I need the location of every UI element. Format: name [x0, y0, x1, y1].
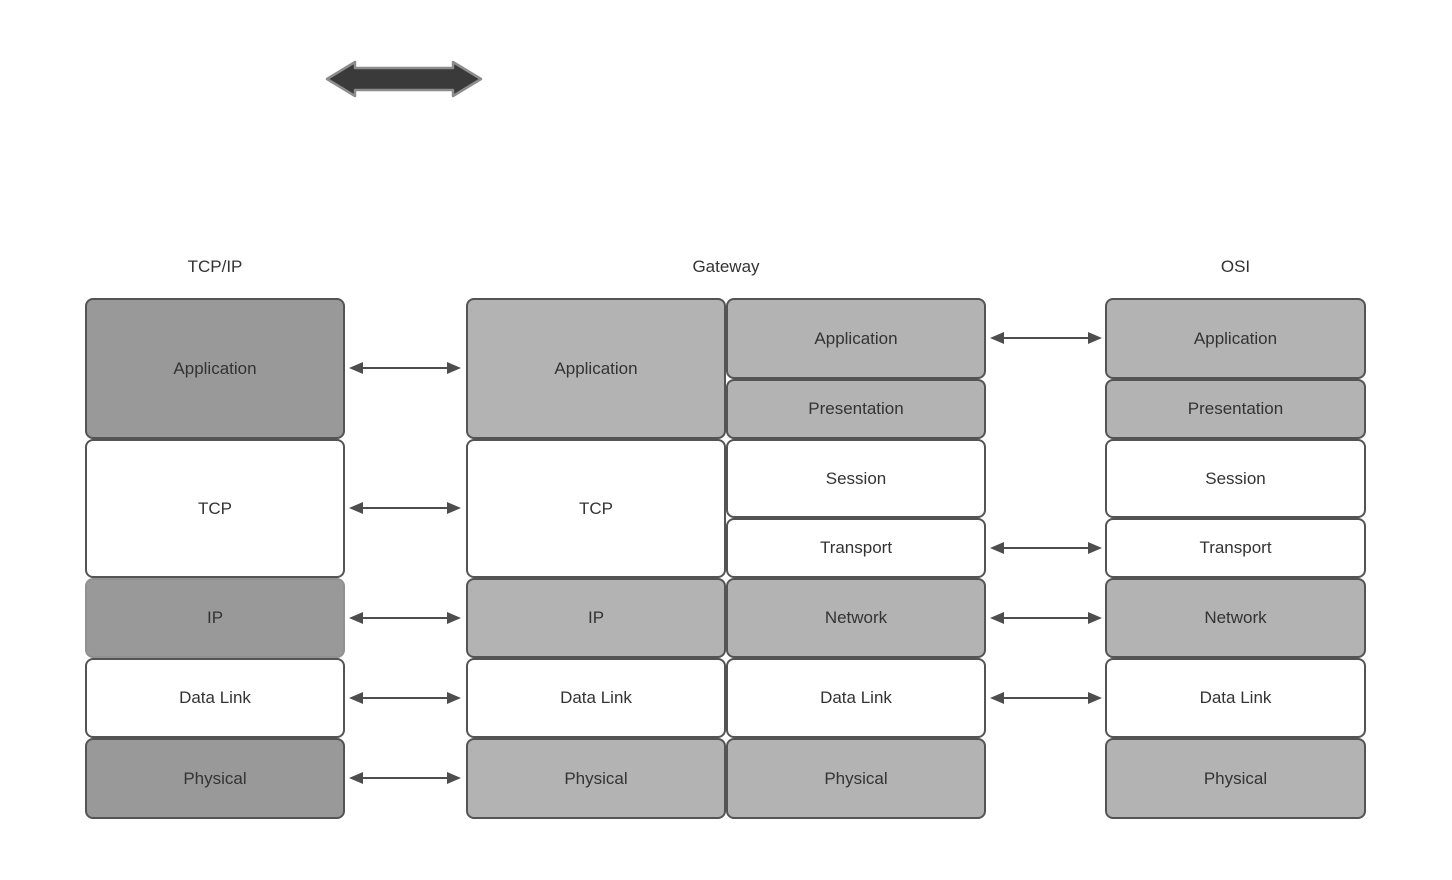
bidirectional-arrow-icon — [349, 612, 461, 624]
bidirectional-arrow-icon — [349, 692, 461, 704]
gateway-left-layer-application: Application — [466, 298, 726, 439]
osi-layer-application: Application — [1105, 298, 1366, 379]
bidirectional-arrow-icon — [349, 362, 461, 374]
osi-layer-physical: Physical — [1105, 738, 1366, 819]
gateway-left-layer-tcp: TCP — [466, 439, 726, 578]
tcpip-layer-application: Application — [85, 298, 345, 439]
osi-layer-transport: Transport — [1105, 518, 1366, 578]
bidirectional-arrow-icon — [990, 612, 1102, 624]
gateway-left-layer-physical: Physical — [466, 738, 726, 819]
tcpip-layer-ip: IP — [85, 578, 345, 658]
tcpip-layer-tcp: TCP — [85, 439, 345, 578]
bidirectional-arrow-icon — [990, 692, 1102, 704]
bidirectional-arrow-icon — [325, 60, 483, 98]
osi-layer-presentation: Presentation — [1105, 379, 1366, 439]
gateway-right-layer-network: Network — [726, 578, 986, 658]
osi-layer-data-link: Data Link — [1105, 658, 1366, 738]
gateway-right-layer-transport: Transport — [726, 518, 986, 578]
column-title-gateway: Gateway — [692, 257, 760, 276]
gateway-right-layer-application: Application — [726, 298, 986, 379]
tcpip-layer-data-link: Data Link — [85, 658, 345, 738]
column-title-tcpip: TCP/IP — [187, 257, 243, 276]
gateway-right-layer-session: Session — [726, 439, 986, 518]
osi-layer-network: Network — [1105, 578, 1366, 658]
bidirectional-arrow-icon — [349, 772, 461, 784]
gateway-left-layer-data-link: Data Link — [466, 658, 726, 738]
tcpip-layer-physical: Physical — [85, 738, 345, 819]
gateway-right-layer-presentation: Presentation — [726, 379, 986, 439]
osi-layer-session: Session — [1105, 439, 1366, 518]
gateway-right-layer-data-link: Data Link — [726, 658, 986, 738]
gateway-right-layer-physical: Physical — [726, 738, 986, 819]
column-title-osi: OSI — [1220, 257, 1251, 276]
bidirectional-arrow-icon — [990, 542, 1102, 554]
bidirectional-arrow-icon — [990, 332, 1102, 344]
bidirectional-arrow-icon — [349, 502, 461, 514]
gateway-left-layer-ip: IP — [466, 578, 726, 658]
